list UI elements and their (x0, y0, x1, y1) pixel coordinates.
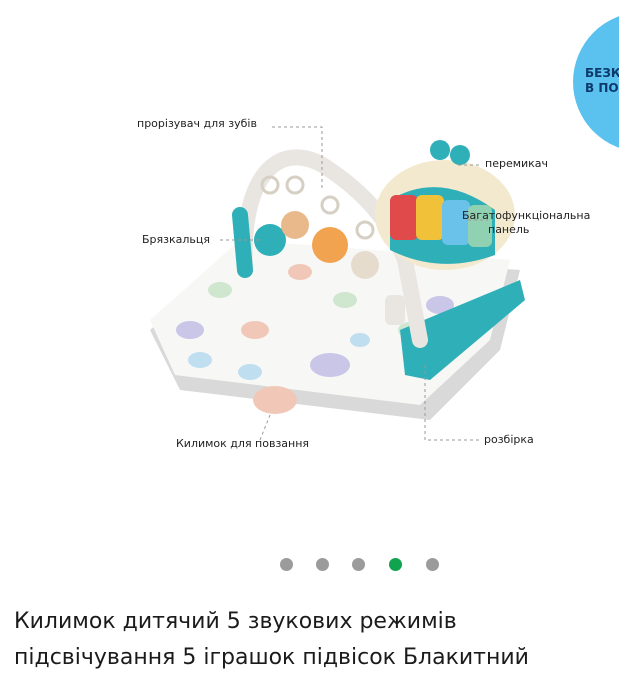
product-image-gallery[interactable]: прорізувач для зубів перемикач Багатофун… (0, 0, 619, 540)
carousel-pagination (0, 556, 619, 572)
product-image (150, 126, 525, 441)
product-title: Килимок дитячий 5 звукових режимів підсв… (14, 609, 529, 670)
callout-teether: прорізувач для зубів (137, 117, 257, 130)
callout-panel-line1: Багатофункціональна (462, 209, 591, 222)
carousel-dot[interactable] (316, 558, 329, 571)
callout-switch: перемикач (485, 157, 549, 170)
carousel-dot-active[interactable] (389, 558, 402, 571)
carousel-dot[interactable] (280, 558, 293, 571)
callout-rattles: Брязкальця (142, 233, 210, 246)
carousel-dot[interactable] (426, 558, 439, 571)
callout-mat: Килимок для повзання (176, 437, 310, 450)
callout-detachable: розбірка (484, 433, 534, 446)
promo-badge-text: БЕЗКО В ПО (585, 66, 619, 95)
carousel-dot[interactable] (352, 558, 365, 571)
callout-panel-line2: панель (488, 223, 530, 236)
